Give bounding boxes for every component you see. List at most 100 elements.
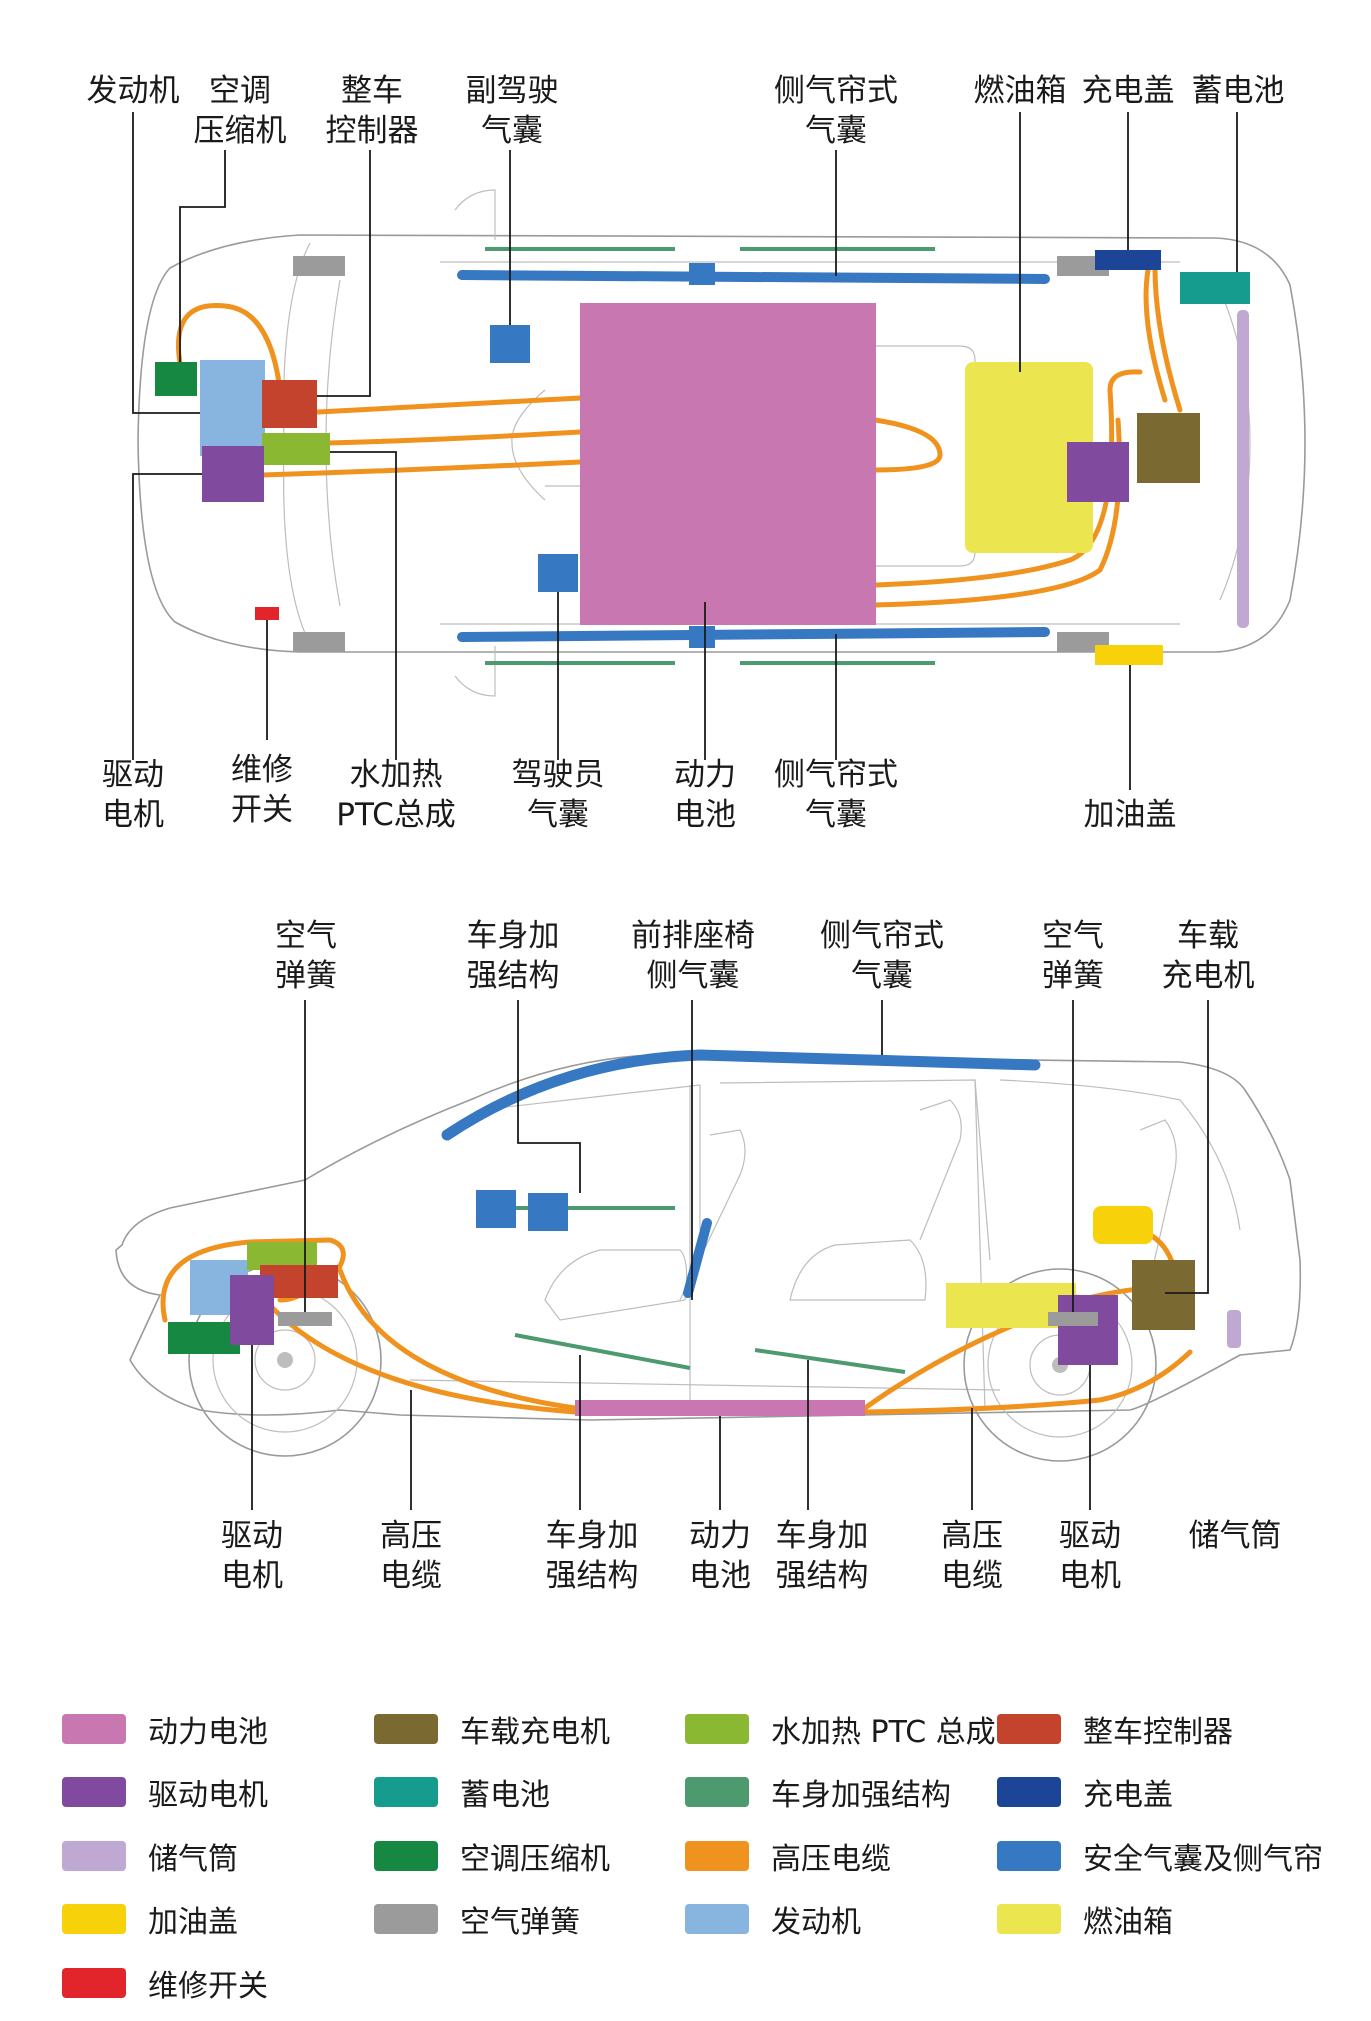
top-aux-battery — [1180, 272, 1250, 304]
top-air-spring-fl — [293, 256, 345, 276]
label-hv-cable-rear-1: 高压 — [941, 1518, 1003, 1554]
legend-label: 车身加强结构 — [771, 1778, 951, 1813]
label-drive-motor-rear-2: 电机 — [1059, 1558, 1121, 1594]
legend-swatch — [62, 1714, 126, 1744]
label-air-spring-rear-1: 空气 — [1042, 918, 1104, 954]
side-front-drive-motor — [230, 1275, 274, 1345]
top-onboard-charger — [1137, 413, 1200, 483]
top-air-tank — [1237, 310, 1249, 628]
top-service-switch — [255, 607, 279, 620]
label-service-switch-2: 开关 — [231, 792, 293, 828]
label-vcu-1: 整车 — [341, 73, 403, 109]
side-fuel-cap — [1093, 1206, 1153, 1244]
legend-swatch — [997, 1777, 1061, 1807]
legend-label: 水加热 PTC 总成 — [771, 1715, 996, 1750]
label-reinforcement-right-2: 强结构 — [776, 1558, 869, 1594]
legend-swatch — [62, 1968, 126, 1998]
label-onboard-charger-1: 车载 — [1177, 918, 1239, 954]
legend-swatch — [685, 1777, 749, 1807]
label-vcu-2: 控制器 — [326, 113, 419, 149]
label-curtain-top-2: 气囊 — [805, 113, 867, 149]
side-view: 空气 弹簧 车身加 强结构 前排座椅 侧气囊 侧气帘式 气囊 空气 弹簧 车载 … — [115, 918, 1302, 1594]
legend-swatch — [997, 1904, 1061, 1934]
legend-swatch — [374, 1714, 438, 1744]
legend-swatch — [62, 1777, 126, 1807]
top-engine — [200, 360, 265, 456]
label-ptc-2: PTC总成 — [336, 797, 455, 833]
side-onboard-charger — [1132, 1260, 1195, 1330]
legend-swatch — [685, 1841, 749, 1871]
legend-item-ac-compressor: 空调压缩机 — [374, 1839, 610, 1877]
side-power-battery — [575, 1400, 865, 1416]
side-ac-compressor — [168, 1322, 240, 1354]
legend-item-ptc: 水加热 PTC 总成 — [685, 1712, 996, 1750]
legend-swatch — [374, 1777, 438, 1807]
top-view: 发动机 空调 压缩机 整车 控制器 副驾驶 气囊 侧气帘式 气囊 燃油箱 充电盖… — [87, 73, 1306, 833]
label-ac-compressor-2: 压缩机 — [194, 113, 287, 149]
label-reinforcement-left-2: 强结构 — [546, 1558, 639, 1594]
label-service-switch-1: 维修 — [231, 752, 293, 788]
top-air-spring-fr — [293, 632, 345, 652]
top-hv-cable-3 — [325, 429, 583, 446]
legend-label: 空调压缩机 — [460, 1842, 610, 1877]
legend-item-drive-motor: 驱动电机 — [62, 1775, 268, 1813]
label-drive-motor-1: 驱动 — [102, 757, 164, 793]
top-driver-airbag — [538, 554, 578, 592]
legend-label: 整车控制器 — [1083, 1715, 1233, 1750]
top-hv-cable-8 — [1143, 267, 1168, 403]
legend-label: 车载充电机 — [460, 1715, 610, 1750]
side-reinforcement-left — [514, 1333, 691, 1370]
legend-item-reinforcement: 车身加强结构 — [685, 1775, 951, 1813]
label-hv-cable-front-2: 电缆 — [380, 1558, 442, 1594]
legend-swatch — [997, 1841, 1061, 1871]
legend-swatch — [374, 1904, 438, 1934]
label-power-battery-2: 电池 — [674, 797, 736, 833]
side-airbag-1 — [476, 1190, 516, 1228]
legend-item-onboard-charger: 车载充电机 — [374, 1712, 610, 1750]
top-vcu — [262, 380, 317, 428]
top-passenger-airbag — [490, 325, 530, 363]
legend-item-vcu: 整车控制器 — [997, 1712, 1233, 1750]
legend-swatch — [374, 1841, 438, 1871]
top-curtain-airbag-upper — [457, 270, 1050, 284]
top-curtain-joint-upper — [689, 263, 715, 285]
legend-swatch — [685, 1714, 749, 1744]
legend-label: 高压电缆 — [771, 1842, 891, 1877]
legend-label: 动力电池 — [148, 1715, 268, 1750]
legend-item-air-spring: 空气弹簧 — [374, 1902, 580, 1940]
label-curtain-1: 侧气帘式 — [820, 918, 944, 954]
label-fuel-cap: 加油盖 — [1084, 797, 1177, 833]
top-rear-drive-motor — [1067, 442, 1129, 502]
top-drive-motor — [202, 446, 264, 502]
label-drive-motor-2: 电机 — [102, 797, 164, 833]
label-reinforcement-left-1: 车身加 — [546, 1518, 639, 1554]
label-reinforcement-top-2: 强结构 — [467, 958, 560, 994]
label-curtain-2: 气囊 — [851, 958, 913, 994]
label-driver-airbag-2: 气囊 — [527, 797, 589, 833]
legend-swatch — [685, 1904, 749, 1934]
label-curtain-bottom-2: 气囊 — [805, 797, 867, 833]
label-drive-motor-front-1: 驱动 — [221, 1518, 283, 1554]
top-curtain-joint-lower — [689, 626, 715, 648]
legend-item-service-switch: 维修开关 — [62, 1966, 268, 2004]
legend-label: 空气弹簧 — [460, 1905, 580, 1940]
label-curtain-top-1: 侧气帘式 — [774, 73, 898, 109]
legend-item-airbag: 安全气囊及侧气帘 — [997, 1839, 1323, 1877]
top-hv-cable-2 — [315, 395, 583, 415]
legend-item-fuel-tank: 燃油箱 — [997, 1902, 1173, 1940]
label-hv-cable-front-1: 高压 — [380, 1518, 442, 1554]
legend-item-engine: 发动机 — [685, 1902, 861, 1940]
top-curtain-airbag-lower — [457, 627, 1050, 642]
label-air-spring-front-1: 空气 — [275, 918, 337, 954]
legend-label: 蓄电池 — [460, 1778, 550, 1813]
top-power-battery — [580, 303, 876, 625]
legend-swatch — [62, 1904, 126, 1934]
legend-label: 驱动电机 — [148, 1778, 268, 1813]
label-charge-cap: 充电盖 — [1082, 73, 1175, 109]
label-reinforcement-right-1: 车身加 — [776, 1518, 869, 1554]
legend-label: 燃油箱 — [1083, 1905, 1173, 1940]
label-seat-airbag-2: 侧气囊 — [647, 958, 740, 994]
label-hv-cable-rear-2: 电缆 — [941, 1558, 1003, 1594]
label-drive-motor-rear-1: 驱动 — [1059, 1518, 1121, 1554]
legend-swatch — [997, 1714, 1061, 1744]
